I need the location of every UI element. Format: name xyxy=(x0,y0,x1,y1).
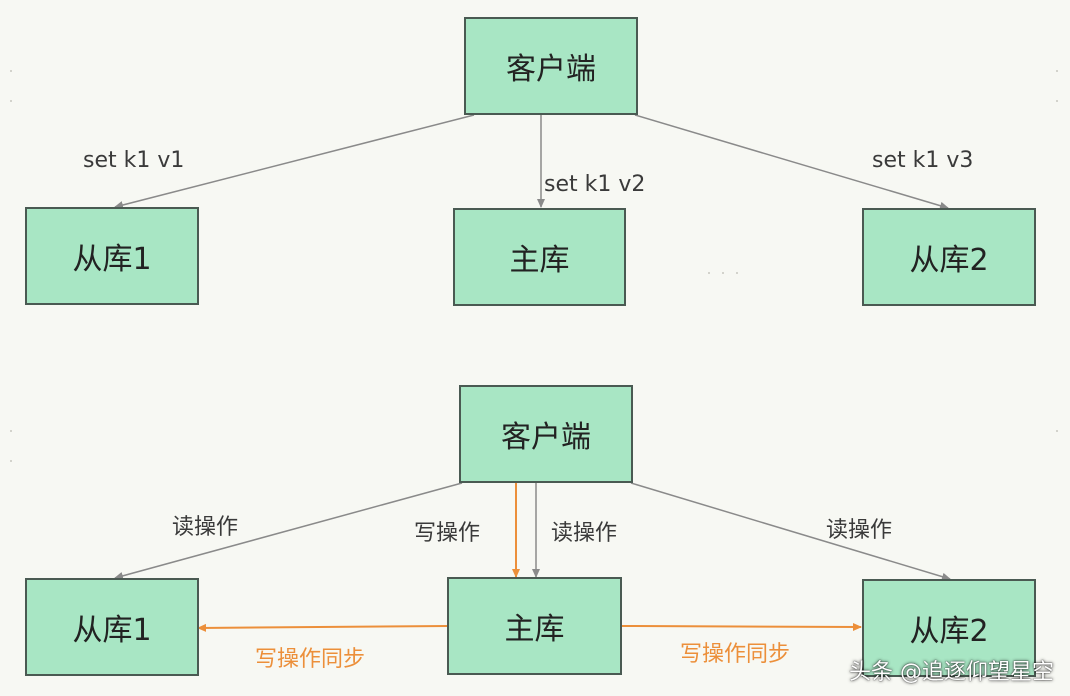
decor-dot xyxy=(736,272,738,274)
edge-label-read-mid: 读操作 xyxy=(551,521,618,546)
edge-label-set-v1: set k1 v1 xyxy=(83,148,185,173)
edge-label-read-right: 读操作 xyxy=(826,518,893,543)
arrow-client-to-slave1-bottom xyxy=(114,482,463,580)
decor-dot xyxy=(722,272,724,274)
decor-dot xyxy=(10,430,12,432)
edge-label-set-v3: set k1 v3 xyxy=(872,148,974,173)
decor-dot xyxy=(1056,430,1058,432)
arrow-client-to-slave2-top xyxy=(634,114,949,210)
master-label: 主库 xyxy=(509,243,570,278)
sync-label-left: 写操作同步 xyxy=(255,647,366,672)
arrow-sync-to-slave2 xyxy=(621,622,862,631)
slave1-label: 从库1 xyxy=(72,242,152,277)
edge-label-set-v2: set k1 v2 xyxy=(544,172,646,197)
decor-dot xyxy=(10,100,12,102)
master-node-top: 主库 xyxy=(453,208,626,306)
master-node-bottom: 主库 xyxy=(447,577,622,675)
decor-dot xyxy=(1056,100,1058,102)
edge-label-read-left: 读操作 xyxy=(172,515,239,540)
client-label: 客户端 xyxy=(501,420,591,455)
watermark: 头条 @追逐仰望星空 xyxy=(849,660,1054,685)
client-node-top: 客户端 xyxy=(464,17,638,115)
decor-dot xyxy=(708,272,710,274)
slave1-label: 从库1 xyxy=(72,613,152,648)
slave2-label: 从库2 xyxy=(909,614,989,649)
arrow-client-to-slave1-top xyxy=(114,114,475,209)
arrow-sync-to-slave1 xyxy=(197,623,449,632)
slave1-node-bottom: 从库1 xyxy=(25,578,199,676)
slave1-node-top: 从库1 xyxy=(25,207,199,305)
decor-dot xyxy=(1056,70,1058,72)
client-node-bottom: 客户端 xyxy=(459,385,633,483)
decor-dot xyxy=(10,460,12,462)
slave2-label: 从库2 xyxy=(909,243,989,278)
slave2-node-top: 从库2 xyxy=(862,208,1036,306)
sync-label-right: 写操作同步 xyxy=(680,642,791,667)
slave2-node-bottom: 从库2 xyxy=(862,579,1036,677)
decor-dot xyxy=(10,70,12,72)
arrow-client-to-slave2-bottom xyxy=(630,482,951,581)
client-label: 客户端 xyxy=(506,52,596,87)
edge-label-write: 写操作 xyxy=(414,521,481,546)
master-label: 主库 xyxy=(504,612,565,647)
